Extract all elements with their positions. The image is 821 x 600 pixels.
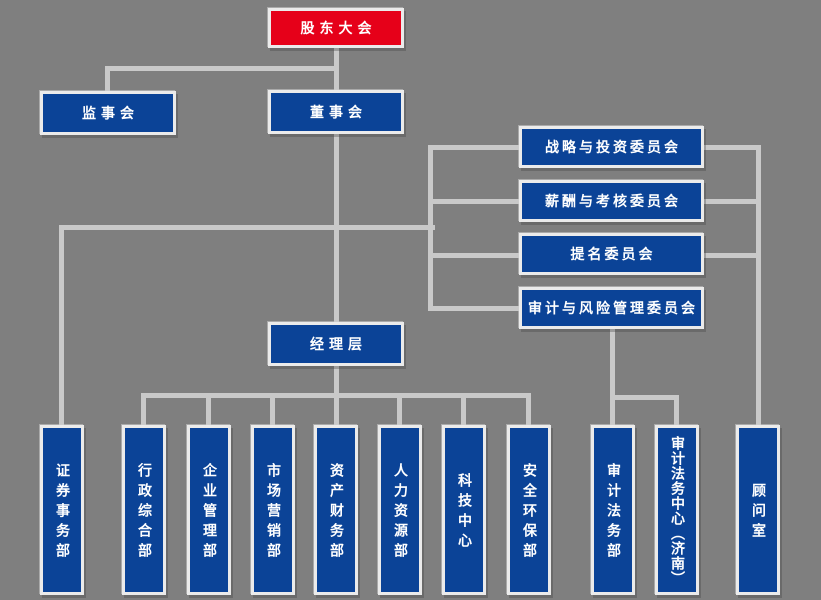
node-shareholders-meeting: 股东大会: [268, 8, 404, 48]
node-label: 安全环保部: [521, 463, 537, 563]
node-label: 审计与风险管理委员会: [528, 301, 698, 317]
node-dept-technology-center: 科技中心: [442, 425, 486, 595]
connector-dept-stub-tech: [461, 393, 466, 427]
node-dept-safety-environment: 安全环保部: [507, 425, 551, 595]
connector-dept-stub-admin: [141, 393, 146, 427]
node-label: 股东大会: [300, 21, 377, 37]
node-label: 行政综合部: [136, 463, 152, 563]
connector-to-securities-dept: [59, 225, 64, 427]
connector-committees-left-vertical: [428, 145, 433, 311]
node-label: 经理层: [310, 337, 367, 353]
connector-audit-branch-horizontal: [610, 395, 679, 400]
node-label: 战略与投资委员会: [545, 140, 681, 156]
node-label: 提名委员会: [570, 247, 656, 263]
node-management-team: 经理层: [268, 322, 404, 366]
connector-committee1-right-stub: [702, 145, 756, 150]
node-dept-advisory-office: 顾问室: [736, 425, 780, 595]
connector-dept-stub-marketing: [270, 393, 275, 427]
node-dept-securities-affairs: 证券事务部: [40, 425, 84, 595]
node-dept-marketing: 市场营销部: [251, 425, 295, 595]
node-label: 资产财务部: [328, 463, 344, 563]
connector-top-horizontal: [105, 66, 339, 71]
node-dept-enterprise-management: 企业管理部: [187, 425, 231, 595]
node-label: 顾问室: [750, 483, 766, 543]
node-label: 监事会: [82, 106, 139, 122]
node-label: 薪酬与考核委员会: [545, 194, 681, 210]
connector-mid-horizontal: [59, 225, 435, 230]
connector-dept-stub-hr: [397, 393, 402, 427]
node-label: 人力资源部: [392, 463, 408, 563]
connector-committee1-left-stub: [433, 145, 521, 150]
node-label: 审计法务中心（济南）: [669, 435, 685, 586]
node-strategy-investment-committee: 战略与投资委员会: [519, 126, 704, 168]
node-audit-risk-committee: 审计与风险管理委员会: [519, 287, 704, 329]
node-remuneration-assessment-committee: 薪酬与考核委员会: [519, 180, 704, 222]
node-dept-human-resources: 人力资源部: [378, 425, 422, 595]
connector-management-down: [334, 364, 339, 397]
node-board-of-directors: 董事会: [268, 90, 404, 134]
connector-audit-committee-down: [610, 328, 615, 427]
connector-dept-stub-enterprise: [206, 393, 211, 427]
connector-committee2-left-stub: [433, 199, 521, 204]
node-label: 市场营销部: [265, 463, 281, 563]
connector-committee3-left-stub: [433, 253, 521, 258]
node-label: 科技中心: [456, 473, 472, 553]
connector-committees-right-vertical: [756, 145, 761, 427]
node-dept-audit-legal: 审计法务部: [591, 425, 635, 595]
node-supervisory-board: 监事会: [40, 91, 176, 135]
connector-committee4-left-stub: [433, 306, 521, 311]
connector-dept-stub-finance: [334, 393, 339, 427]
node-label: 企业管理部: [201, 463, 217, 563]
node-label: 证券事务部: [54, 463, 70, 563]
connector-dept-stub-safety: [526, 393, 531, 427]
connector-to-jinan-center: [674, 395, 679, 427]
node-label: 审计法务部: [605, 463, 621, 563]
node-label: 董事会: [310, 105, 367, 121]
connector-to-supervisory: [105, 66, 110, 93]
node-dept-asset-finance: 资产财务部: [314, 425, 358, 595]
node-dept-audit-legal-center-jinan: 审计法务中心（济南）: [655, 425, 699, 595]
node-dept-admin-general: 行政综合部: [122, 425, 166, 595]
node-nomination-committee: 提名委员会: [519, 233, 704, 275]
connector-committee2-right-stub: [702, 199, 756, 204]
connector-committee3-right-stub: [702, 253, 756, 258]
